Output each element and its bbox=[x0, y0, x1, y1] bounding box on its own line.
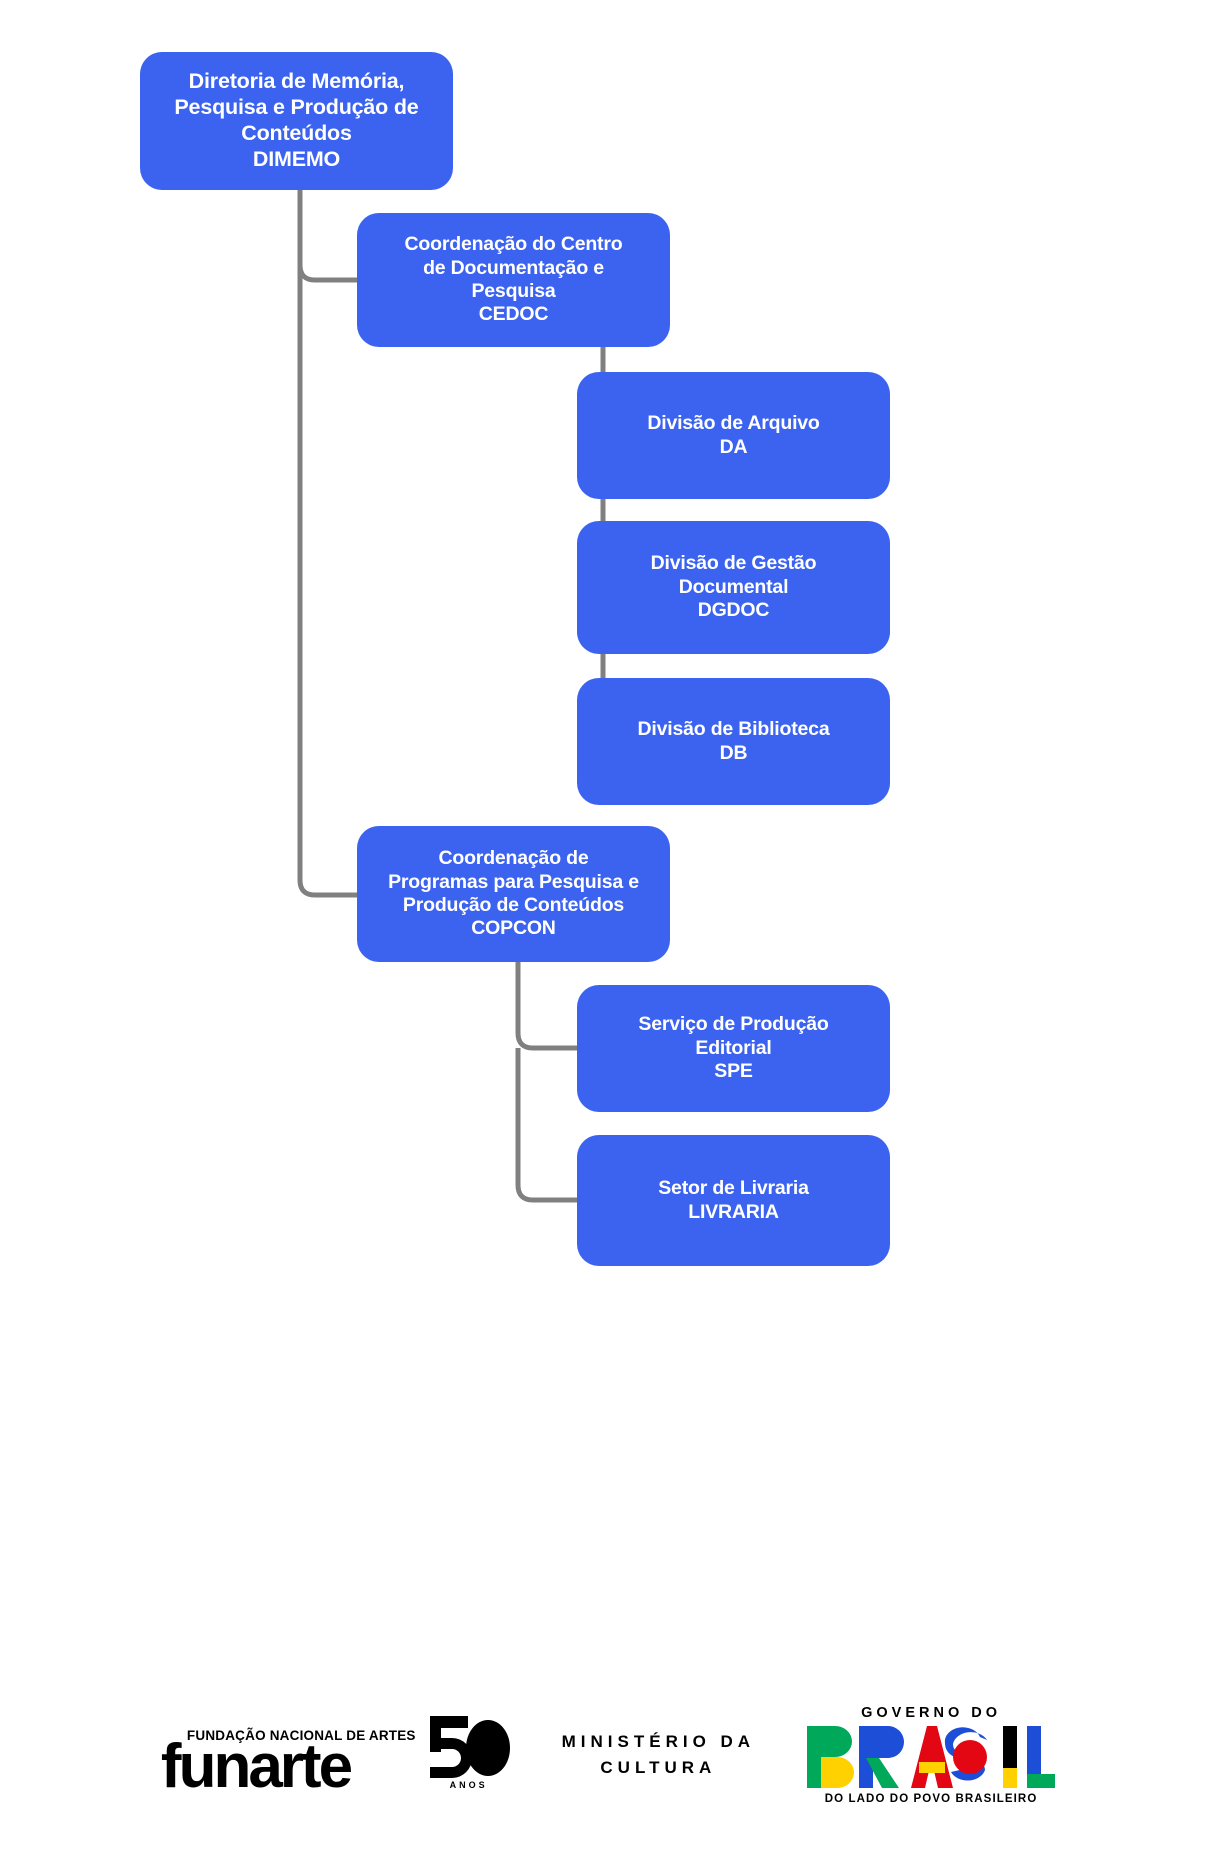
node-db-label: Divisão de Biblioteca DB bbox=[637, 718, 830, 764]
funarte-50-anos-mark: ANOS bbox=[428, 1715, 510, 1790]
connector-dimemo-copcon bbox=[297, 190, 360, 898]
node-spe[interactable]: Serviço de Produção Editorial SPE bbox=[577, 985, 890, 1112]
ministry-line-1: MINISTÉRIO DA bbox=[561, 1731, 756, 1751]
node-da-label: Divisão de Arquivo DA bbox=[647, 412, 820, 458]
node-dgdoc[interactable]: Divisão de Gestão Documental DGDOC bbox=[577, 521, 890, 654]
node-da[interactable]: Divisão de Arquivo DA bbox=[577, 372, 890, 499]
funarte-logo: FUNDAÇÃO NACIONAL DE ARTES funarte ANOS bbox=[160, 1715, 510, 1802]
node-db[interactable]: Divisão de Biblioteca DB bbox=[577, 678, 890, 805]
node-dgdoc-label: Divisão de Gestão Documental DGDOC bbox=[650, 552, 817, 622]
connector-dimemo-cedoc bbox=[297, 190, 360, 283]
node-copcon-label: Coordenação de Programas para Pesquisa e… bbox=[388, 847, 639, 940]
connector-copcon-livraria bbox=[515, 1048, 580, 1203]
ministry-line-2: CULTURA bbox=[600, 1757, 717, 1777]
brasil-wordmark-icon bbox=[807, 1725, 1056, 1788]
node-copcon[interactable]: Coordenação de Programas para Pesquisa e… bbox=[357, 826, 670, 962]
government-bottom-label: DO LADO DO POVO BRASILEIRO bbox=[824, 1792, 1038, 1805]
connector-copcon-spe bbox=[515, 962, 580, 1051]
node-cedoc[interactable]: Coordenação do Centro de Documentação e … bbox=[357, 213, 670, 347]
node-dimemo[interactable]: Diretoria de Memória, Pesquisa e Produçã… bbox=[140, 52, 453, 190]
government-top-label: GOVERNO DO bbox=[861, 1704, 1002, 1721]
funarte-tagline: FUNDAÇÃO NACIONAL DE ARTES bbox=[186, 1728, 416, 1744]
ministry-of-culture-logo: MINISTÉRIO DA CULTURA bbox=[562, 1732, 755, 1778]
funarte-wordmark: funarte bbox=[160, 1732, 353, 1802]
node-livraria-label: Setor de Livraria LIVRARIA bbox=[658, 1177, 809, 1223]
government-of-brazil-logo: GOVERNO DO bbox=[807, 1704, 1056, 1805]
node-spe-label: Serviço de Produção Editorial SPE bbox=[638, 1013, 829, 1083]
fifty-icon bbox=[428, 1715, 510, 1778]
funarte-anos-label: ANOS bbox=[449, 1779, 488, 1790]
node-dimemo-label: Diretoria de Memória, Pesquisa e Produçã… bbox=[174, 69, 419, 171]
footer-logo-bar: FUNDAÇÃO NACIONAL DE ARTES funarte ANOS … bbox=[0, 1660, 1216, 1849]
node-cedoc-label: Coordenação do Centro de Documentação e … bbox=[404, 233, 623, 326]
node-livraria[interactable]: Setor de Livraria LIVRARIA bbox=[577, 1135, 890, 1266]
